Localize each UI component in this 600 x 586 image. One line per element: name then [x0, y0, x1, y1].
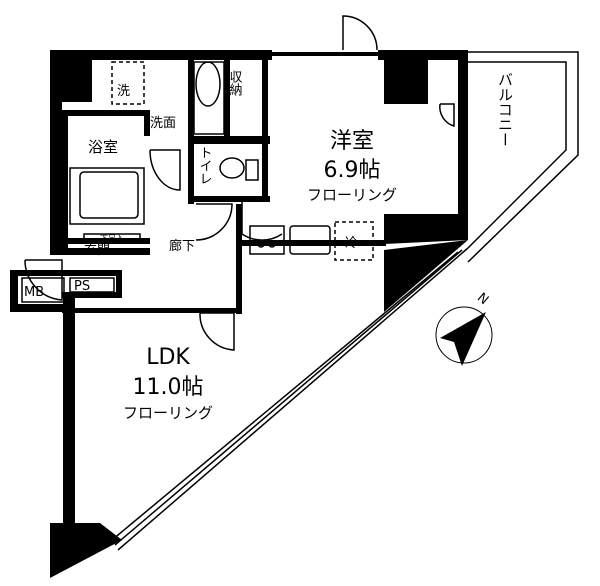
- shoe-box-label: 下足入: [100, 234, 124, 243]
- storage-label: 収納: [227, 70, 243, 97]
- toilet-label: トイレ: [197, 146, 212, 185]
- entrance-label: 玄関: [84, 243, 110, 258]
- ldk-floor: フローリング: [123, 404, 213, 422]
- mb-label: MB: [24, 285, 44, 300]
- walls: [10, 50, 468, 578]
- hallway-label: 廊下: [169, 238, 195, 254]
- outlines: [21, 15, 579, 551]
- western-room-name: 洋室: [330, 129, 374, 154]
- ldk-size: 11.0帖: [133, 375, 204, 400]
- washroom-label: 洗面: [150, 116, 176, 131]
- washer-label: 洗: [117, 84, 130, 99]
- room-labels: 洋室 6.9帖 フローリング LDK 11.0帖 フローリング バルコニー 浴室…: [24, 70, 514, 422]
- fridge-label: 冷: [345, 236, 358, 251]
- ps-label: PS: [74, 279, 90, 294]
- western-room-size: 6.9帖: [324, 158, 381, 183]
- balcony-label: バルコニー: [496, 72, 514, 147]
- bath-label: 浴室: [88, 138, 118, 156]
- compass-north-label: N: [474, 290, 491, 308]
- ldk-name: LDK: [146, 345, 190, 370]
- compass: N: [435, 290, 493, 366]
- western-room-floor: フローリング: [307, 186, 397, 204]
